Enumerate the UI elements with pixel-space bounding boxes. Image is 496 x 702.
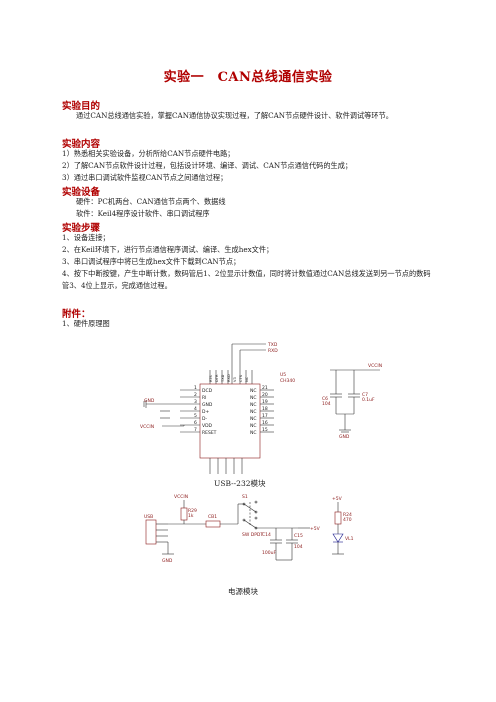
top-pin-dtr: DTR — [215, 374, 219, 382]
c6-value: 104 — [322, 401, 331, 407]
txd-label: TXD — [267, 342, 278, 348]
vccin-label-left: VCCIN — [140, 424, 154, 430]
c15-value: 104 — [294, 544, 303, 550]
step-4: 4、按下中断按键，产生中断计数，数码管后1、2位显示计数值，同时将计数值通过CA… — [62, 269, 431, 290]
content-item-2: 2）了解CAN节点软件设计过程，包括设计环境、编译、调试、CAN节点通信代码的生… — [62, 161, 353, 170]
appendix-item: 1、硬件原理图 — [62, 319, 110, 328]
pin-nc-2: NC — [250, 395, 257, 401]
r29-value: 1k — [188, 513, 194, 519]
pin-num-20: 20 — [262, 392, 268, 398]
pin-nc-7: NC — [250, 430, 257, 436]
top-pin-rxd: RXD — [227, 374, 231, 382]
pin-num-19: 19 — [262, 399, 268, 405]
plus5v-led-label: +5V — [332, 496, 343, 502]
c14-ref: C14 — [262, 532, 271, 538]
c7-value: 0.1uF — [362, 397, 375, 403]
r29-ref: R29 — [188, 508, 197, 514]
sw-label: SW DPDT — [242, 532, 263, 538]
usb-label: USB — [144, 514, 153, 520]
cb1-label: CB1 — [208, 514, 217, 520]
u5-ref: U5 — [280, 372, 286, 378]
gnd-label-left: GND — [144, 398, 155, 404]
vl1-label: VL1 — [345, 536, 354, 542]
pin-num-5: 5 — [194, 413, 197, 419]
section-heading-equipment: 实验设备 — [62, 187, 101, 198]
pin-num-6: 6 — [194, 420, 197, 426]
pin-nc-5: NC — [250, 416, 257, 422]
section-heading-steps: 实验步骤 — [62, 223, 101, 234]
power-vccin-label: VCCIN — [174, 494, 188, 500]
c7-ref: C7 — [362, 392, 368, 398]
pin-vdd: VDD — [202, 423, 213, 429]
pin-ri: RI — [202, 395, 206, 401]
r24-value: 470 — [343, 517, 352, 523]
pin-num-1: 1 — [194, 385, 197, 391]
pin-num-2: 2 — [194, 392, 197, 398]
pin-num-4: 4 — [194, 406, 197, 412]
vccin-label-right: VCCIN — [368, 363, 382, 369]
pin-dcd: DCD — [202, 388, 213, 394]
s1-label: S1 — [242, 494, 248, 500]
rxd-label: RXD — [268, 348, 278, 354]
pin-nc-3: NC — [250, 402, 257, 408]
u5-part: CH340 — [280, 378, 295, 384]
power-schematic: VCCIN R29 1k USB CB1 S1 SW DPDT C14 100u… — [144, 494, 354, 564]
pin-num-7: 7 — [194, 427, 197, 433]
step-1: 1、设备连接； — [62, 233, 110, 242]
content-item-1: 1）熟悉相关实验设备，分析所给CAN节点硬件电路； — [62, 149, 235, 158]
c6-ref: C6 — [322, 396, 328, 402]
power-gnd-label: GND — [162, 558, 173, 564]
pin-reset: RESET — [202, 430, 217, 436]
top-pin-nc: NC — [245, 376, 249, 382]
usb-232-schematic: TXD RXD U5 CH340 VCCIN VCCIN GND GND C6 … — [140, 342, 382, 474]
top-pin-txd: TXD — [221, 374, 225, 383]
document-title: 实验一 CAN总线通信实验 — [163, 70, 333, 85]
c14-value: 100uF — [262, 550, 276, 556]
r24-ref: R24 — [343, 512, 352, 518]
gnd-label-right: GND — [339, 434, 350, 440]
section-heading-purpose: 实验目的 — [62, 101, 101, 112]
top-pin-cts: CTS — [239, 374, 243, 382]
equipment-software: 软件：Keil4程序设计软件、串口调试程序 — [76, 209, 210, 218]
top-pin-v3: V3 — [233, 377, 237, 382]
pin-nc-6: NC — [250, 423, 257, 429]
pin-num-18: 18 — [262, 406, 268, 412]
plus5v-out-label: +5V — [310, 526, 321, 532]
step-2: 2、在Keil环境下，进行节点通信程序调试、编译、生成hex文件； — [62, 245, 274, 254]
usb-module-caption: USB--232模块 — [214, 479, 266, 488]
section-purpose-text: 通过CAN总线通信实验，掌握CAN通信协议实现过程，了解CAN节点硬件设计、软件… — [76, 111, 393, 120]
appendix-heading: 附件： — [62, 309, 91, 320]
c15-ref: C15 — [294, 533, 303, 539]
pin-dplus: D+ — [202, 409, 209, 415]
top-pin-rts: RTS — [209, 375, 213, 382]
pin-nc-4: NC — [250, 409, 257, 415]
pin-num-17: 17 — [262, 413, 268, 419]
equipment-hardware: 硬件：PC机两台、CAN通信节点两个、数据线 — [76, 197, 226, 206]
pin-num-21: 21 — [262, 385, 268, 391]
pin-nc-1: NC — [250, 388, 257, 394]
pin-dminus: D- — [202, 416, 207, 422]
step-3: 3、串口调试程序中将已生成hex文件下载到CAN节点； — [62, 257, 241, 266]
content-item-3: 3）通过串口调试软件监视CAN节点之间通信过程； — [62, 173, 228, 182]
power-module-caption: 电源模块 — [228, 587, 258, 596]
section-heading-content: 实验内容 — [62, 139, 101, 150]
pin-gnd: GND — [202, 402, 213, 408]
pin-num-3: 3 — [194, 399, 197, 405]
pin-num-15: 15 — [262, 427, 268, 433]
pin-num-16: 16 — [262, 420, 268, 426]
